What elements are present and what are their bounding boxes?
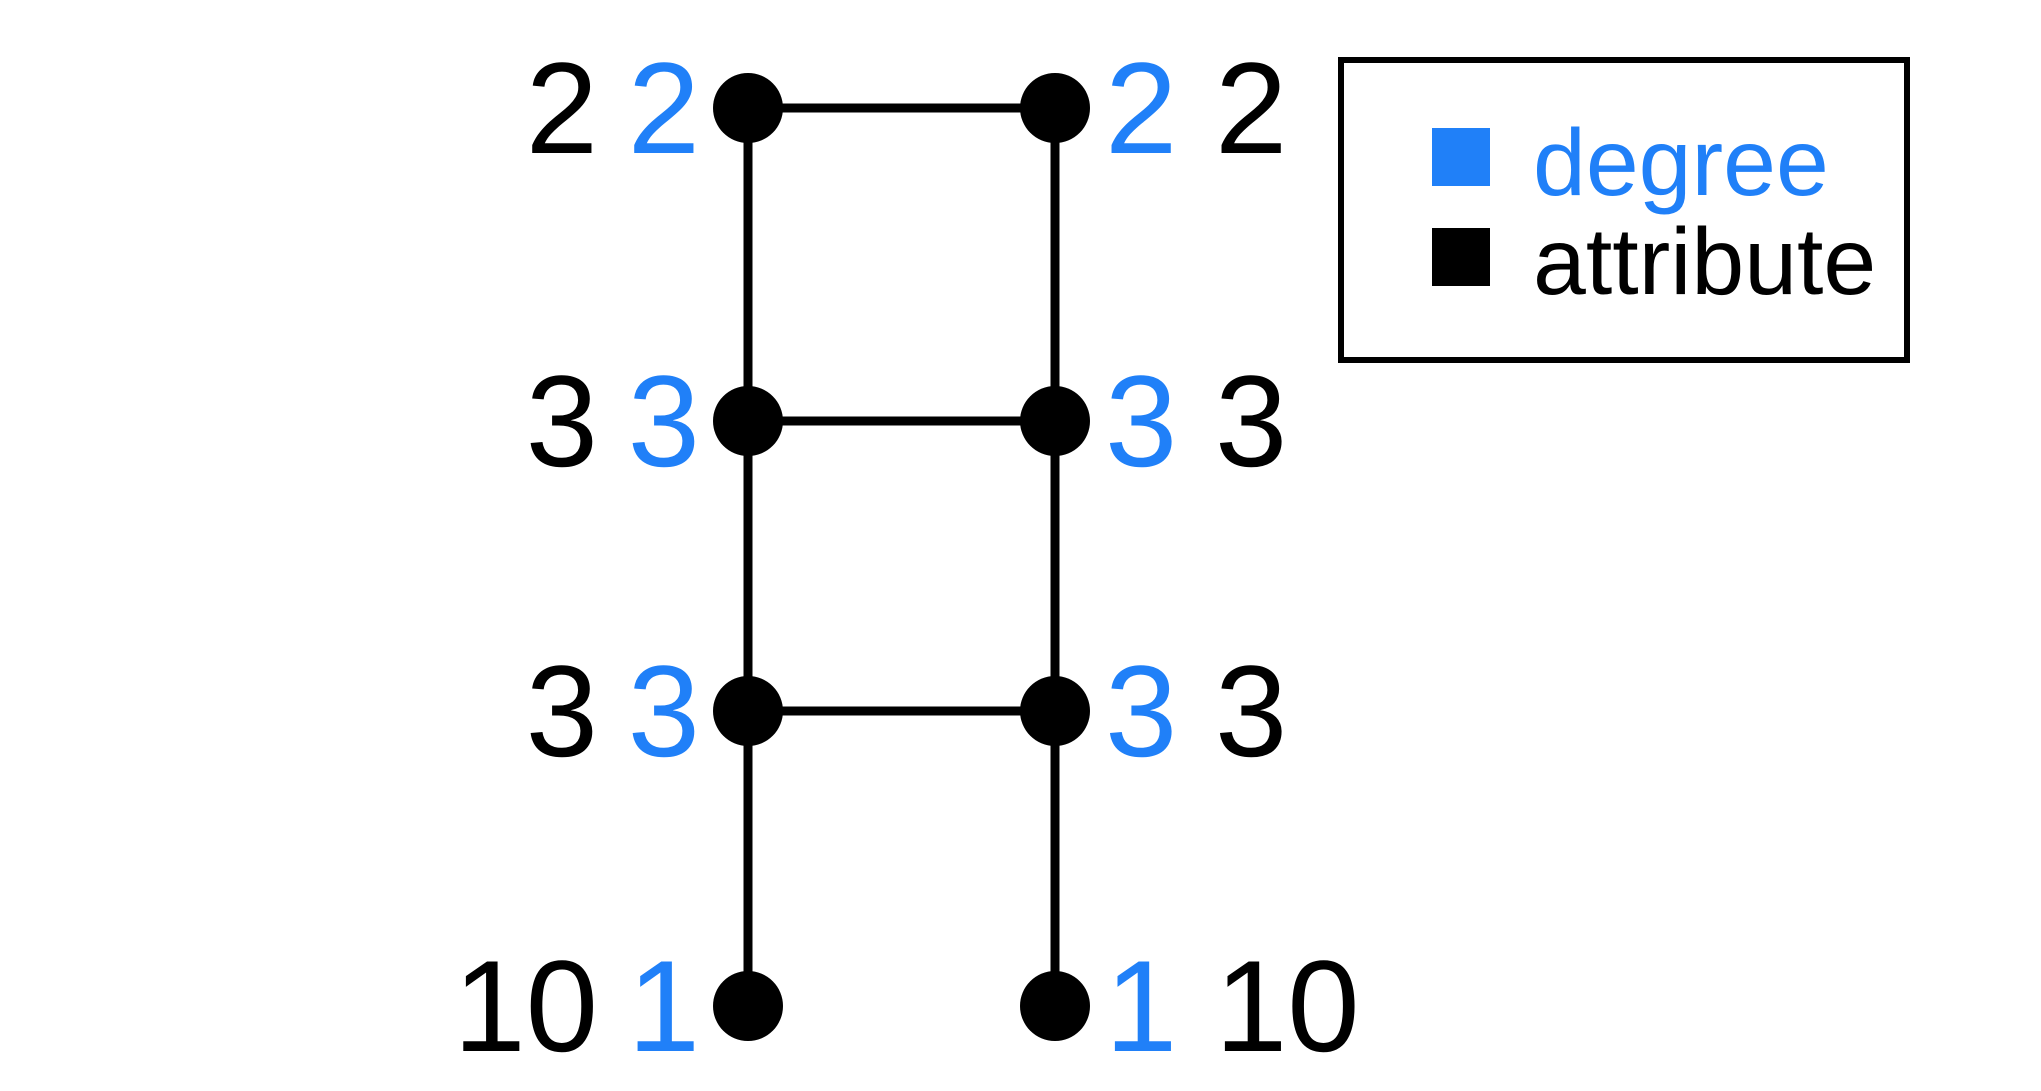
node-bottom-right-degree-label: 1 bbox=[1105, 933, 1177, 1079]
node-mid-upper-right-attribute-label: 3 bbox=[1215, 348, 1287, 494]
node-mid-lower-right bbox=[1020, 676, 1090, 746]
node-top-right-degree-label: 2 bbox=[1105, 35, 1177, 181]
node-mid-upper-left-attribute-label: 3 bbox=[526, 348, 598, 494]
edge-group bbox=[743, 103, 1060, 1006]
node-bottom-right bbox=[1020, 971, 1090, 1041]
legend-degree-label: degree bbox=[1533, 110, 1829, 216]
legend-attribute-label: attribute bbox=[1533, 209, 1876, 315]
node-mid-lower-right-attribute-label: 3 bbox=[1215, 638, 1287, 784]
node-mid-lower-left bbox=[713, 676, 783, 746]
node-top-right-attribute-label: 2 bbox=[1215, 35, 1287, 181]
node-top-left-attribute-label: 2 bbox=[526, 35, 598, 181]
node-mid-lower-right-degree-label: 3 bbox=[1105, 638, 1177, 784]
node-top-right bbox=[1020, 73, 1090, 143]
legend-box bbox=[1338, 57, 1910, 363]
node-group bbox=[713, 73, 1090, 1041]
legend: degree attribute bbox=[1338, 57, 1910, 363]
node-label-group: 2 2 2 2 3 3 3 3 3 3 3 3 10 1 1 10 bbox=[453, 35, 1359, 1079]
legend-degree-swatch bbox=[1432, 128, 1490, 186]
node-mid-lower-left-degree-label: 3 bbox=[628, 638, 700, 784]
node-mid-upper-left bbox=[713, 386, 783, 456]
node-bottom-left-attribute-label: 10 bbox=[453, 933, 598, 1079]
node-mid-upper-right bbox=[1020, 386, 1090, 456]
node-top-left-degree-label: 2 bbox=[628, 35, 700, 181]
node-mid-lower-left-attribute-label: 3 bbox=[526, 638, 598, 784]
node-bottom-left bbox=[713, 971, 783, 1041]
node-top-left bbox=[713, 73, 783, 143]
legend-attribute-swatch bbox=[1432, 228, 1490, 286]
node-bottom-right-attribute-label: 10 bbox=[1215, 933, 1360, 1079]
node-bottom-left-degree-label: 1 bbox=[628, 933, 700, 1079]
node-mid-upper-left-degree-label: 3 bbox=[628, 348, 700, 494]
node-mid-upper-right-degree-label: 3 bbox=[1105, 348, 1177, 494]
